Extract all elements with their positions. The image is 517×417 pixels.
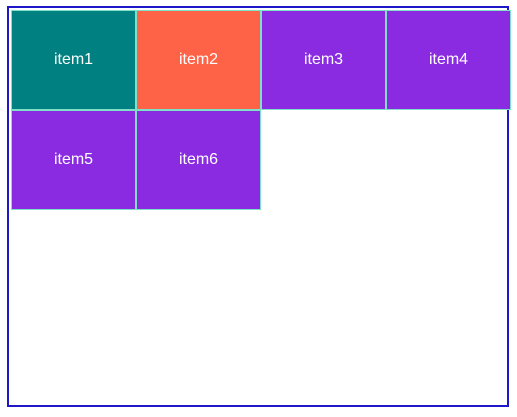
grid-item-4: item4: [386, 10, 511, 110]
grid-container: item1 item2 item3 item4 item5 item6: [7, 6, 511, 407]
grid-item-1: item1: [11, 10, 136, 110]
grid-item-5: item5: [11, 110, 136, 210]
grid-item-label: item3: [303, 51, 344, 68]
grid-item-label: item1: [53, 51, 94, 68]
grid-item-label: item2: [178, 51, 219, 68]
grid-item-3: item3: [261, 10, 386, 110]
grid-item-2: item2: [136, 10, 261, 110]
item-grid: item1 item2 item3 item4 item5 item6: [11, 10, 511, 210]
grid-item-6: item6: [136, 110, 261, 210]
grid-item-label: item6: [178, 151, 219, 168]
grid-item-label: item5: [53, 151, 94, 168]
grid-item-label: item4: [428, 51, 469, 68]
